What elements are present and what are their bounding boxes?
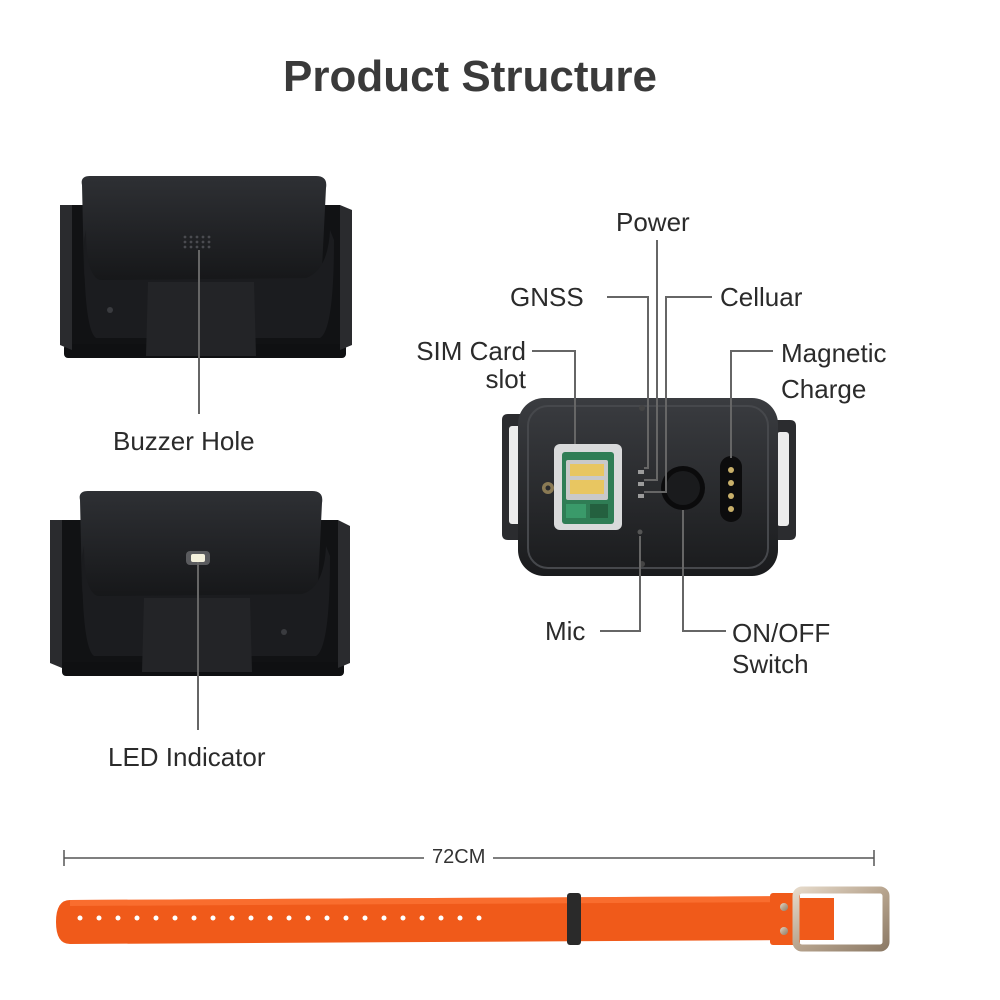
device-back-view bbox=[502, 398, 796, 576]
led-indicator-light bbox=[186, 551, 210, 565]
strap-holes bbox=[77, 915, 482, 921]
label-switch-line2: Switch bbox=[732, 649, 809, 679]
page-title: Product Structure bbox=[282, 52, 658, 101]
sim-card-slot bbox=[554, 444, 622, 530]
label-celluar: Celluar bbox=[720, 282, 803, 312]
label-power: Power bbox=[616, 207, 690, 237]
strap-length-label: 72CM bbox=[424, 846, 494, 869]
label-switch-line1: ON/OFF bbox=[732, 618, 831, 648]
magnetic-charge-pins bbox=[720, 456, 742, 522]
label-magnetic-line2: Charge bbox=[781, 374, 867, 404]
strap-keeper bbox=[567, 893, 581, 945]
buckle bbox=[792, 886, 890, 952]
device-top-view bbox=[60, 176, 352, 358]
buzzer-hole-grille bbox=[183, 235, 211, 249]
label-buzzer-hole: Buzzer Hole bbox=[113, 426, 255, 456]
collar-strap bbox=[56, 886, 890, 952]
label-led-indicator: LED Indicator bbox=[108, 742, 266, 772]
label-sim-card-line1: SIM Card bbox=[416, 336, 526, 366]
power-button bbox=[661, 466, 705, 510]
leader-lines bbox=[197, 240, 773, 730]
label-sim-card-line2: slot bbox=[485, 364, 526, 394]
label-magnetic-line1: Magnetic bbox=[781, 338, 887, 368]
label-mic: Mic bbox=[545, 616, 586, 646]
label-gnss: GNSS bbox=[510, 282, 584, 312]
status-led-dots bbox=[638, 470, 644, 498]
device-front-view bbox=[50, 491, 350, 676]
mic-hole bbox=[637, 529, 643, 535]
